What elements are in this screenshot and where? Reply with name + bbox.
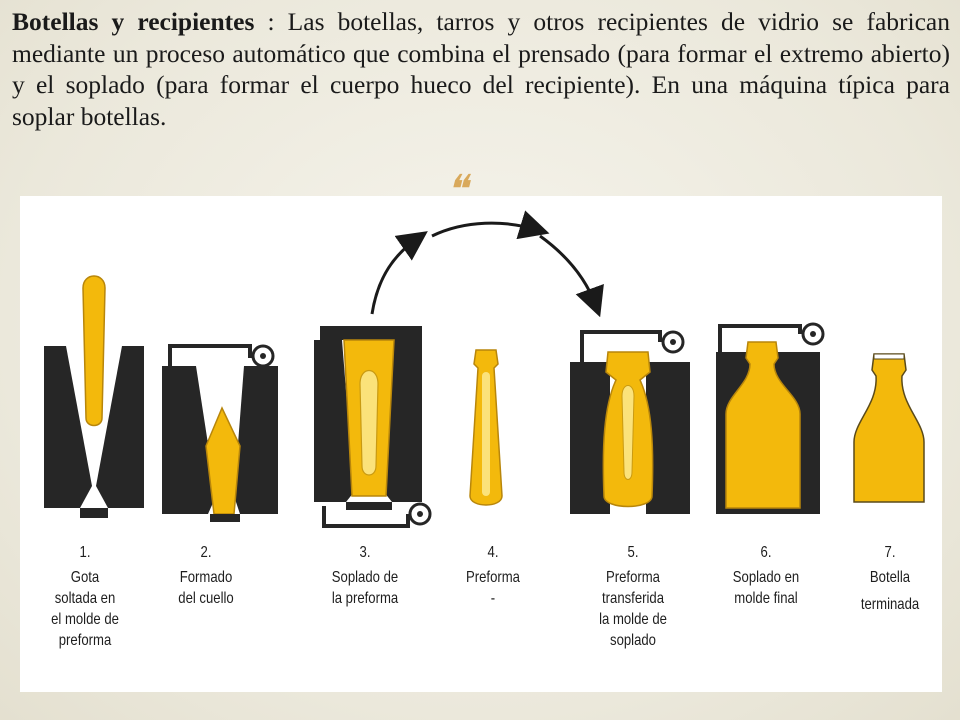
- step-number: 4.: [487, 544, 499, 561]
- step-number: 6.: [760, 544, 772, 561]
- mold-left-half: [314, 340, 354, 502]
- mold-right-half: [234, 366, 278, 514]
- mold-right-half: [96, 346, 144, 508]
- step-text-line: el molde de: [51, 611, 119, 628]
- step-5-label: 5. Preforma transferida la molde de sopl…: [580, 542, 687, 651]
- glass-gob: [82, 275, 106, 427]
- mold-base: [346, 502, 392, 510]
- step-text-line: terminada: [860, 596, 920, 613]
- step-text-line: del cuello: [178, 590, 234, 607]
- intro-body: : Las botellas, tarros y otros recipient…: [12, 7, 950, 131]
- mold-right-half: [646, 362, 690, 514]
- step-text-line: -: [490, 590, 496, 607]
- intro-title: Botellas y recipientes: [12, 7, 255, 36]
- step-text-line: soplado: [610, 632, 656, 649]
- mold-left-half: [44, 346, 92, 508]
- step-text-line: Soplado de: [331, 569, 399, 586]
- step-7-illustration: [853, 353, 925, 503]
- transfer-arrows: [370, 210, 604, 318]
- step-1-illustration: [44, 275, 144, 518]
- preform-cavity: [359, 369, 379, 476]
- step-text-line: Gota: [70, 569, 100, 586]
- step-text-line: Preforma: [466, 569, 520, 586]
- step-5-illustration: [570, 330, 690, 514]
- mold-right-half: [384, 340, 422, 502]
- step-number: 3.: [359, 544, 371, 561]
- blow-head-pipe: [718, 324, 802, 352]
- step-7-label: 7. Botella terminada: [837, 542, 944, 615]
- glass-bottle: [725, 341, 801, 509]
- transfer-arrow-top: [431, 210, 550, 240]
- mold-base: [210, 514, 240, 522]
- transfer-arrow-left: [370, 231, 428, 315]
- step-number: 5.: [627, 544, 639, 561]
- step-3-illustration: [314, 326, 432, 528]
- step-4-label: 4. Preforma -: [440, 542, 547, 609]
- step-6-label: 6. Soplado en molde final: [713, 542, 820, 609]
- transfer-arrow-right: [539, 234, 604, 318]
- glass-parison: [205, 406, 241, 515]
- step-text-line: Formado: [179, 569, 233, 586]
- mold-base: [80, 508, 108, 518]
- step-text-line: la preforma: [331, 590, 399, 607]
- step-text-line: Botella: [869, 569, 911, 586]
- mold-top: [320, 326, 422, 340]
- mold-left-half: [570, 362, 610, 514]
- step-4-illustration: [469, 349, 503, 506]
- process-diagram: [44, 210, 925, 528]
- step-text-line: soltada en: [54, 590, 116, 607]
- bottle-process-figure: 1. Gota soltada en el molde de preforma …: [20, 196, 942, 692]
- step-text-line: transferida: [602, 590, 664, 607]
- blow-head-pipe: [580, 330, 662, 362]
- intro-paragraph: Botellas y recipientes : Las botellas, t…: [12, 6, 950, 132]
- step-text-line: Soplado en: [732, 569, 800, 586]
- step-text-line: preforma: [58, 632, 112, 649]
- blow-head-pipe: [168, 344, 252, 368]
- step-2-label: 2. Formado del cuello: [153, 542, 260, 609]
- step-6-illustration: [716, 322, 825, 514]
- step-text-line: molde final: [734, 590, 798, 607]
- finished-bottle: [853, 353, 925, 503]
- step-number: 1.: [79, 544, 91, 561]
- mold-left-half: [162, 366, 216, 514]
- step-number: 2.: [200, 544, 212, 561]
- step-text-line: la molde de: [599, 611, 667, 628]
- step-3-label: 3. Soplado de la preforma: [312, 542, 419, 609]
- step-number: 7.: [884, 544, 896, 561]
- step-2-illustration: [162, 344, 278, 522]
- step-text-line: Preforma: [606, 569, 660, 586]
- blow-pipe: [322, 506, 410, 528]
- step-1-label: 1. Gota soltada en el molde de preforma: [32, 542, 139, 651]
